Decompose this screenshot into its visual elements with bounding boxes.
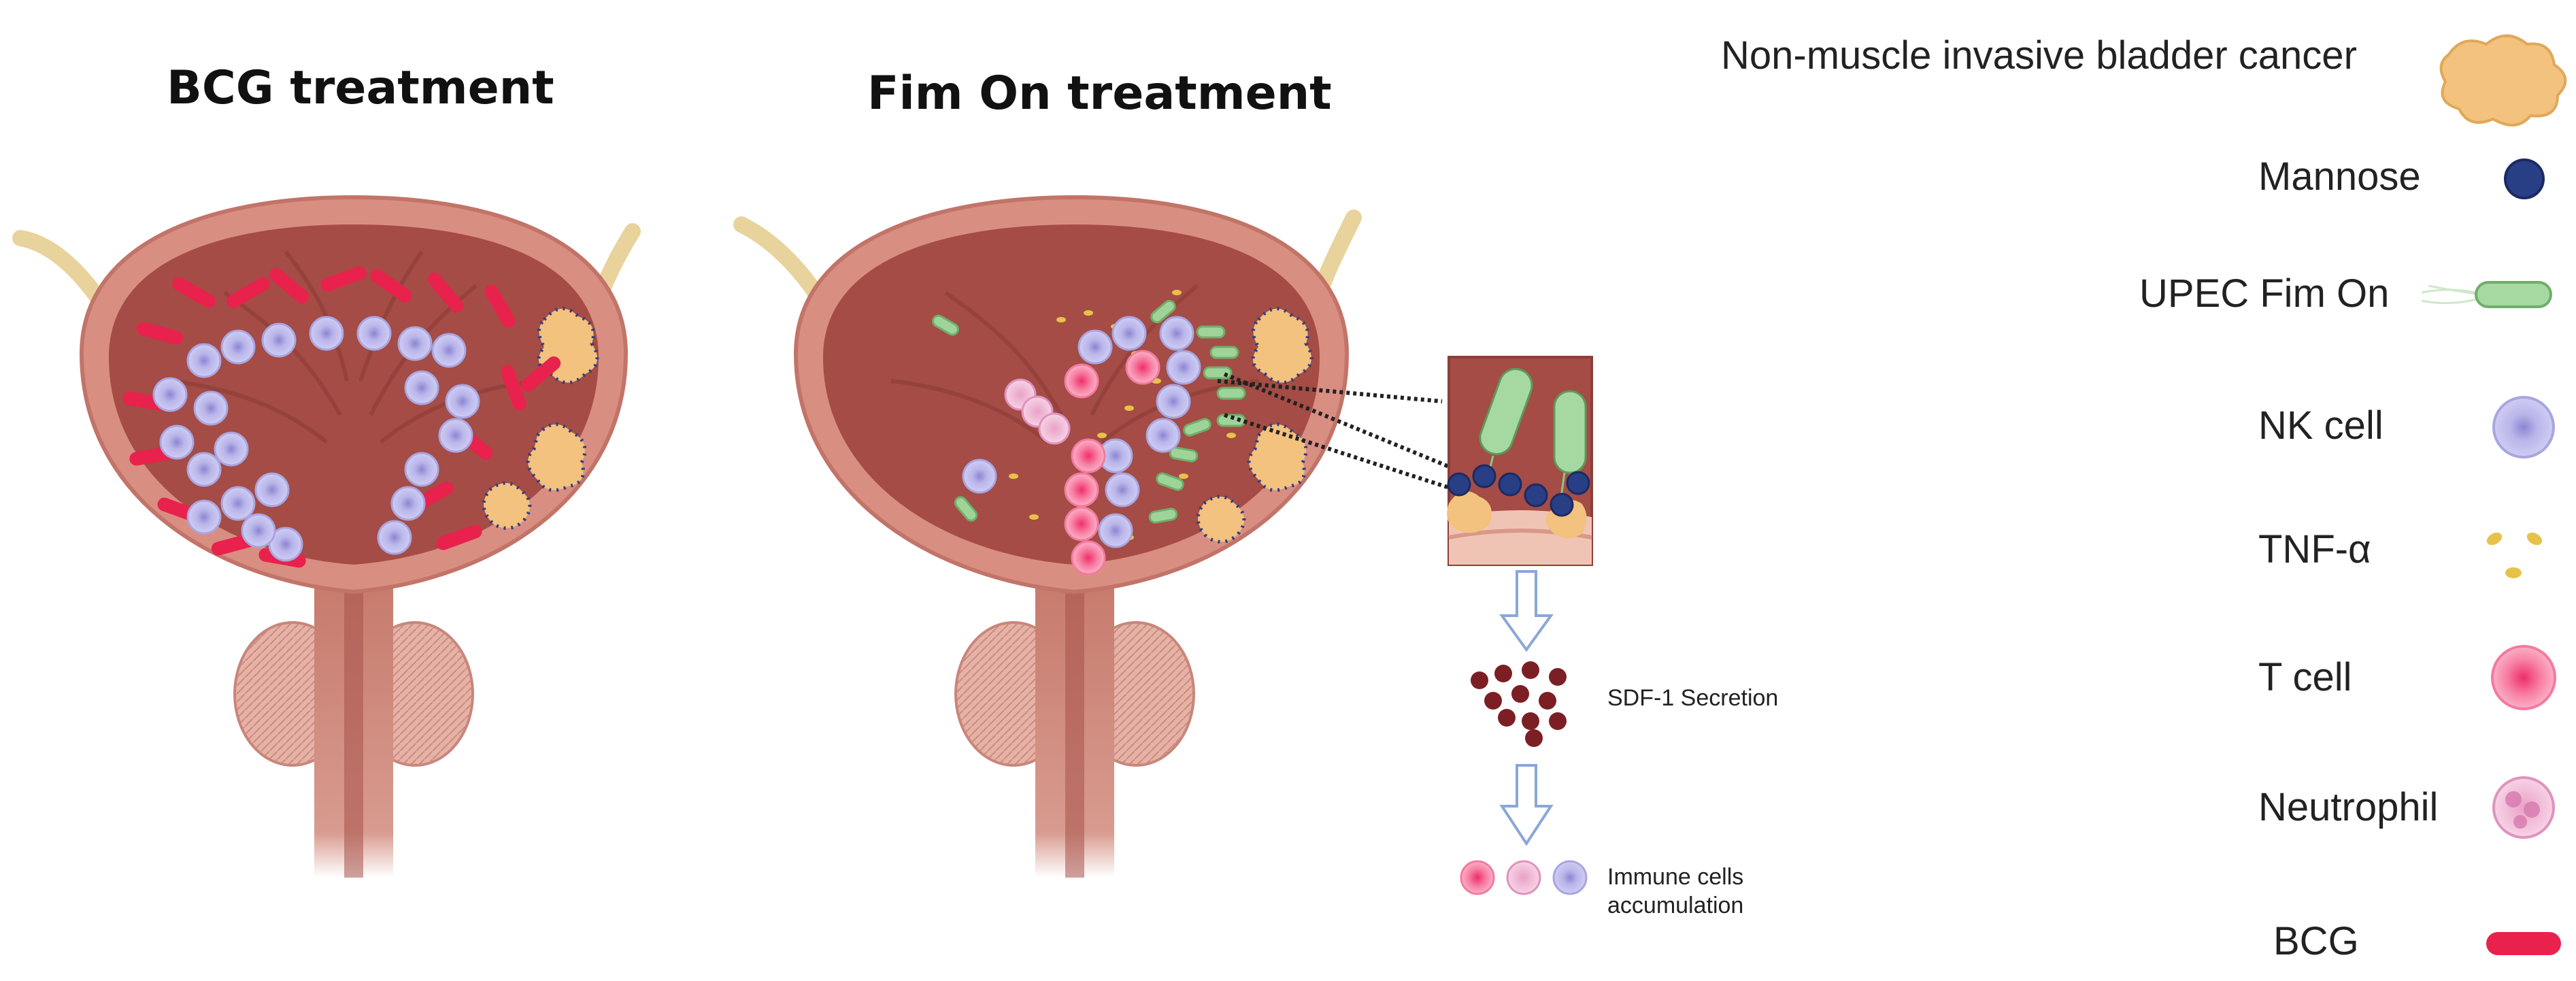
legend-icons <box>2421 34 2567 955</box>
flow-arrow-1 <box>1499 570 1554 652</box>
neutrophil-icon <box>2492 776 2555 839</box>
immune-accumulation-label: Immune cells accumulation <box>1607 863 1743 920</box>
legend-label-bcg: BCG <box>2273 919 2359 963</box>
immune-accumulation-line1: Immune cells <box>1607 864 1744 890</box>
legend-label-upec: UPEC Fim On <box>2139 271 2390 316</box>
bacterium-icon <box>2421 281 2552 308</box>
fim-panel-title: Fim On treatment <box>867 67 1332 120</box>
legend-label-neutrophil: Neutrophil <box>2258 785 2439 829</box>
tumor-cluster <box>1196 307 1314 544</box>
nk-cells <box>962 316 1201 548</box>
sdf1-label: SDF-1 Secretion <box>1607 685 1779 711</box>
fim-on-bladder-illustration <box>733 195 1457 878</box>
immune-accumulation-line2: accumulation <box>1607 893 1744 918</box>
legend-label-tnf: TNF-α <box>2258 527 2371 571</box>
legend-label-mannose: Mannose <box>2258 154 2421 199</box>
bladder-lumen <box>109 225 599 565</box>
bcg-panel-title: BCG treatment <box>167 61 554 115</box>
tumor-icon <box>2439 34 2567 127</box>
neutrophils <box>1004 378 1071 445</box>
mannose-zoomed <box>1447 464 1590 517</box>
flow-arrow-2 <box>1499 764 1554 846</box>
legend-label-nk-cell: NK cell <box>2258 403 2383 448</box>
nk-cell-icon <box>1552 860 1588 895</box>
nk-cell-icon <box>2492 396 2555 459</box>
t-cell-icon <box>2491 645 2556 710</box>
accumulated-immune-cells <box>1460 860 1588 895</box>
t-cell-icon <box>1460 860 1495 895</box>
neutrophil-icon <box>1506 860 1541 895</box>
t-cells <box>1064 350 1160 576</box>
zoom-lines <box>1217 372 1457 492</box>
mannose-icon <box>2504 159 2545 199</box>
sdf1-particles <box>1471 661 1567 747</box>
legend-label-t-cell: T cell <box>2258 655 2352 699</box>
upec-bacteria-zoomed <box>1479 367 1587 497</box>
nk-cells <box>152 316 480 562</box>
upec-bacteria <box>932 299 1246 524</box>
legend-label-tumor: Non-muscle invasive bladder cancer <box>1721 33 2357 78</box>
bcg-icon <box>2486 932 2561 955</box>
tnf-icon <box>2486 532 2543 578</box>
zoom-inset <box>1447 356 1593 566</box>
bcg-bladder-illustration <box>12 195 641 878</box>
